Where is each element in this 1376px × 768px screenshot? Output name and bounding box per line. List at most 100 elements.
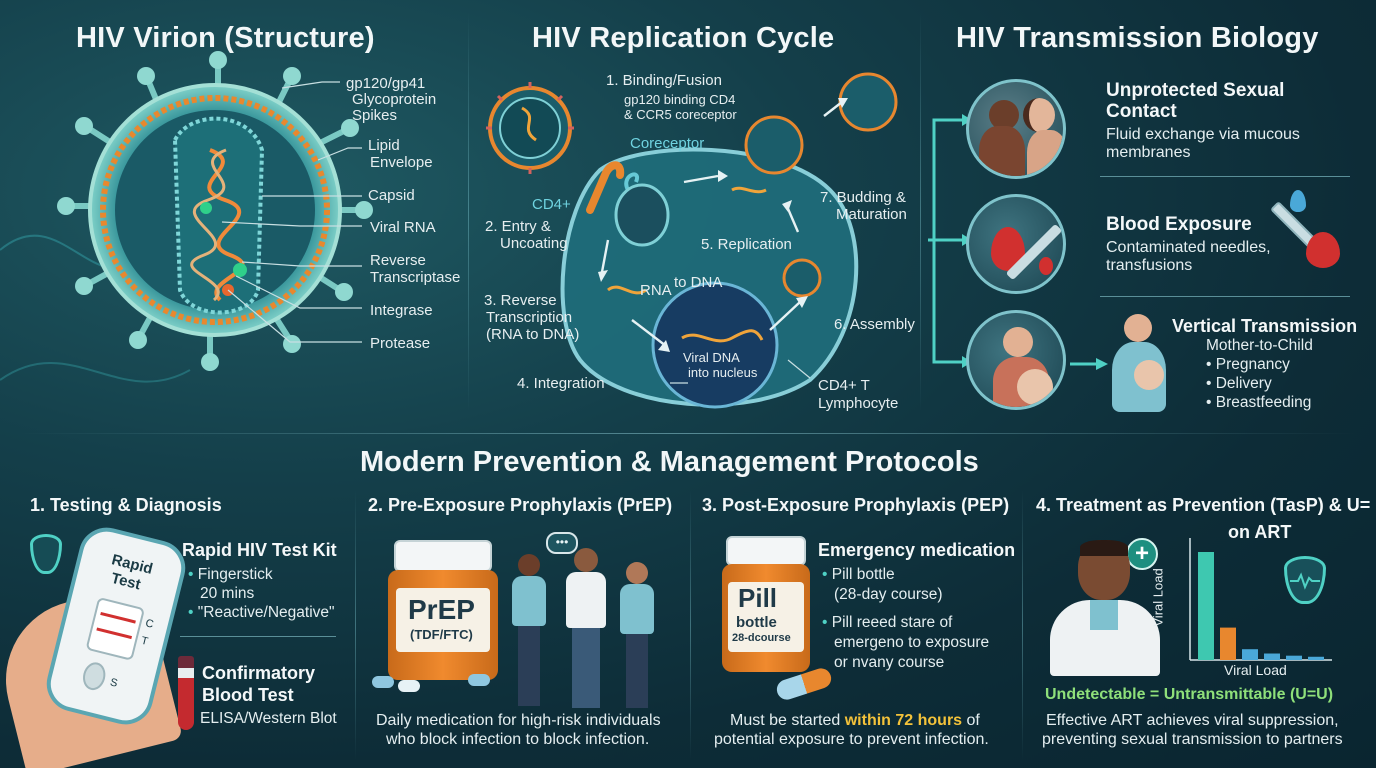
people-group-icon	[508, 548, 668, 708]
prep-desc-line1: Daily medication for high-risk individua…	[376, 712, 661, 729]
cell-line2: Lymphocyte	[818, 395, 899, 412]
step3-line3: (RNA to DNA)	[486, 326, 580, 343]
cd4-label: CD4+	[532, 196, 571, 213]
label-rt-line1: Reverse	[370, 252, 426, 269]
chart-x-label: Viral Load	[1224, 662, 1287, 678]
step4-label: 4. Integration	[517, 375, 605, 392]
step3-line2: Transcription	[486, 309, 573, 326]
divider-bottom-3	[1022, 490, 1023, 760]
step1-sub2: & CCR5 coreceptor	[624, 107, 737, 122]
label-gp120-line3: Spikes	[352, 107, 398, 124]
doctor-icon	[1046, 540, 1164, 676]
pep-bottle-icon: Pill bottle 28-dcourse	[722, 536, 810, 672]
virion-illustration	[0, 51, 373, 383]
step6-label: 6. Assembly	[834, 316, 915, 333]
virion-title: HIV Virion (Structure)	[76, 22, 375, 54]
prep-bottle-label: PrEP	[408, 594, 475, 625]
step7-line1: 7. Budding &	[820, 189, 906, 206]
pills-icon	[372, 668, 502, 694]
pep-item2-line1: • Pill reeed stare of	[822, 614, 953, 631]
mother-arrow	[1070, 358, 1108, 370]
prep-bottle-sub: (TDF/FTC)	[410, 627, 473, 642]
replication-illustration	[486, 72, 898, 409]
label-viral-rna: Viral RNA	[370, 219, 436, 236]
sexual-title-line1: Unprotected Sexual	[1106, 80, 1285, 101]
nucleus	[651, 281, 779, 409]
viral-load-chart	[1189, 538, 1332, 661]
vertical-transmission-icon	[966, 310, 1066, 410]
blood-tube-icon	[178, 656, 194, 730]
kit-item-result: • "Reactive/Negative"	[188, 604, 335, 621]
kit-s: S	[108, 676, 119, 690]
viral-load-bar	[1198, 552, 1214, 660]
vertical-item-delivery: • Delivery	[1206, 375, 1272, 392]
confirm-title-line2: Blood Test	[202, 685, 294, 705]
kit-item-fingerstick: • Fingerstick	[188, 566, 273, 583]
kit-underline	[180, 636, 336, 637]
label-integrase: Integrase	[370, 302, 433, 319]
blood-desc-line2: transfusions	[1106, 257, 1193, 274]
pep-bottle-label-line2: bottle	[736, 614, 777, 631]
step7-line2: Maturation	[836, 206, 907, 223]
sexual-desc-line1: Fluid exchange via mucous	[1106, 126, 1300, 143]
prep-desc-line2: who block infection to block infection.	[386, 731, 650, 748]
pep-highlight: within 72 hours	[844, 712, 963, 729]
sexual-title-line2: Contact	[1106, 101, 1177, 122]
coreceptor-label: Coreceptor	[630, 135, 705, 152]
confirm-title-line1: Confirmatory	[202, 663, 316, 683]
kit-title: Rapid HIV Test Kit	[182, 540, 337, 560]
label-lipid-line2: Envelope	[370, 154, 433, 171]
blood-exposure-icon	[966, 194, 1066, 294]
pep-item2-line3: or nvany course	[834, 654, 945, 671]
pep-bottle-label-line1: Pill	[738, 583, 778, 613]
pep-desc-line1: Must be started within 72 hours of	[730, 712, 980, 729]
divider-bottom-2	[690, 490, 691, 760]
sexual-underline	[1100, 176, 1350, 177]
blood-underline	[1100, 296, 1350, 297]
kit-t: T	[139, 634, 150, 648]
shield-icon	[30, 534, 62, 574]
kit-c: C	[144, 617, 155, 631]
tasp-title-line2: on ART	[1228, 522, 1292, 542]
divider-horizontal	[20, 433, 1356, 434]
transmission-title: HIV Transmission Biology	[956, 22, 1319, 54]
heartbeat-line	[1290, 572, 1320, 590]
prevention-title: Modern Prevention & Management Protocols	[360, 446, 979, 478]
kit-item-time: 20 mins	[200, 585, 255, 602]
mother-child-icon	[1108, 310, 1172, 414]
step1-sub1: gp120 binding CD4	[624, 92, 736, 107]
label-gp120-line2: Glycoprotein	[352, 91, 437, 108]
blood-desc-line1: Contaminated needles,	[1106, 239, 1271, 256]
step5-label: 5. Replication	[701, 236, 792, 253]
tasp-desc-line1: Effective ART achieves viral suppression…	[1046, 712, 1339, 729]
cell-line1: CD4+ T	[818, 377, 870, 394]
confirm-desc: ELISA/Western Blot	[200, 710, 337, 727]
viral-load-bar	[1264, 653, 1280, 660]
prep-bottle-icon: PrEP (TDF/FTC)	[388, 540, 498, 680]
speech-bubble-icon: •••	[546, 532, 578, 554]
pep-item2-line2: emergeno to exposure	[834, 634, 990, 651]
pep-title: 3. Post-Exposure Prophylaxis (PEP)	[702, 495, 1010, 515]
divider-top-1	[468, 12, 469, 412]
step2-line1: 2. Entry &	[485, 218, 551, 235]
label-protease: Protease	[370, 335, 431, 352]
to-dna-label: to DNA	[674, 274, 723, 291]
sexual-desc-line2: membranes	[1106, 144, 1191, 161]
uu-statement: Undetectable = Untransmittable (U=U)	[1045, 686, 1334, 703]
vertical-sub: Mother-to-Child	[1206, 337, 1313, 354]
label-lipid-line1: Lipid	[368, 137, 400, 154]
testing-title: 1. Testing & Diagnosis	[30, 495, 222, 515]
pep-desc-line2: potential exposure to prevent infection.	[714, 731, 989, 748]
divider-top-2	[920, 12, 921, 412]
replication-title: HIV Replication Cycle	[532, 22, 835, 54]
tasp-desc-line2: preventing sexual transmission to partne…	[1042, 731, 1343, 748]
cd4-receptor	[586, 161, 625, 214]
label-rt-line2: Transcriptase	[370, 269, 461, 286]
budding-virion	[744, 115, 804, 175]
sexual-contact-icon	[966, 79, 1066, 179]
vertical-item-pregnancy: • Pregnancy	[1206, 356, 1290, 373]
viral-load-bar	[1242, 649, 1258, 660]
viral-load-bar	[1286, 655, 1302, 660]
pep-med-title: Emergency medication	[818, 540, 1016, 560]
divider-bottom-1	[355, 490, 356, 760]
